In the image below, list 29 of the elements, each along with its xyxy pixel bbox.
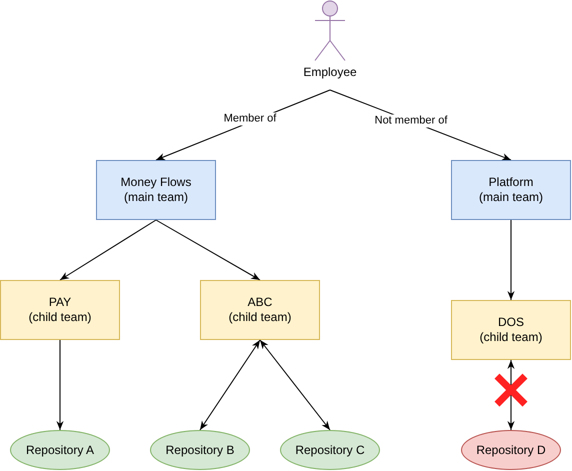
person-label: Employee (302, 65, 358, 80)
team-type: (main team) (478, 190, 543, 205)
repository-label: Repository D (476, 442, 546, 458)
arrow (507, 220, 515, 300)
team-name: Money Flows (120, 175, 192, 190)
team-name: ABC (248, 295, 272, 310)
double-headed-arrow (260, 340, 330, 430)
team-box (200, 280, 320, 340)
team-box (0, 280, 120, 340)
team-type: (child team) (480, 330, 542, 345)
team-box (96, 160, 216, 220)
team-type: (child team) (228, 310, 292, 325)
repository-label: Repository C (295, 442, 365, 458)
team-name: DOS (498, 315, 524, 330)
team-type: (main team) (124, 190, 188, 205)
repository-label: Repository A (26, 442, 94, 458)
edge-label: Not member of (374, 114, 448, 128)
double-headed-arrow (200, 340, 260, 430)
repository-label: Repository B (166, 442, 234, 458)
team-box (451, 300, 571, 360)
team-box (451, 160, 571, 220)
team-type: (child team) (28, 310, 92, 325)
double-headed-arrow (507, 360, 515, 430)
arrow (56, 340, 64, 430)
arrow (156, 220, 260, 280)
team-name: Platform (488, 175, 534, 190)
arrow (60, 220, 156, 280)
edge-label: Member of (222, 112, 278, 126)
team-name: PAY (48, 295, 72, 310)
